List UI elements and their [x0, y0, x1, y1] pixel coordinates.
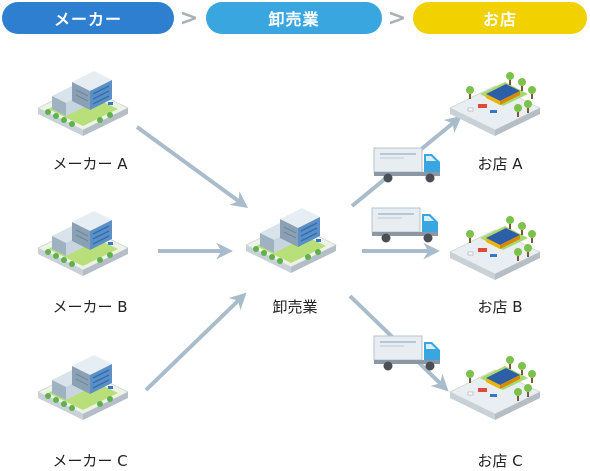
- factory-building-icon: [37, 70, 129, 137]
- maker-b-label: メーカー B: [52, 298, 128, 316]
- shop-building-icon: [449, 215, 541, 281]
- step-shop: お店: [413, 2, 587, 34]
- shop-a-label: お店 A: [477, 155, 523, 173]
- shop-c-label: お店 C: [477, 452, 523, 470]
- step-wholesale: 卸売業: [206, 2, 382, 34]
- delivery-truck-icon: [373, 335, 441, 372]
- wholesale-building-icon: [245, 207, 337, 274]
- delivery-truck-icon: [371, 207, 439, 244]
- wholesale-label: 卸売業: [272, 298, 318, 316]
- maker-a-label: メーカー A: [52, 155, 128, 173]
- chevron-right-icon: >: [387, 5, 407, 31]
- factory-building-icon: [37, 354, 129, 421]
- step-maker: メーカー: [2, 2, 174, 34]
- maker-c-label: メーカー C: [52, 452, 128, 470]
- shop-building-icon: [449, 71, 541, 137]
- shop-b-label: お店 B: [477, 298, 523, 316]
- delivery-truck-icon: [373, 147, 441, 184]
- factory-building-icon: [37, 210, 129, 277]
- arrow-maker-a-to-wholesale: [135, 125, 249, 208]
- chevron-right-icon: >: [179, 5, 199, 31]
- shop-building-icon: [449, 355, 541, 421]
- arrow-maker-c-to-wholesale: [144, 292, 247, 392]
